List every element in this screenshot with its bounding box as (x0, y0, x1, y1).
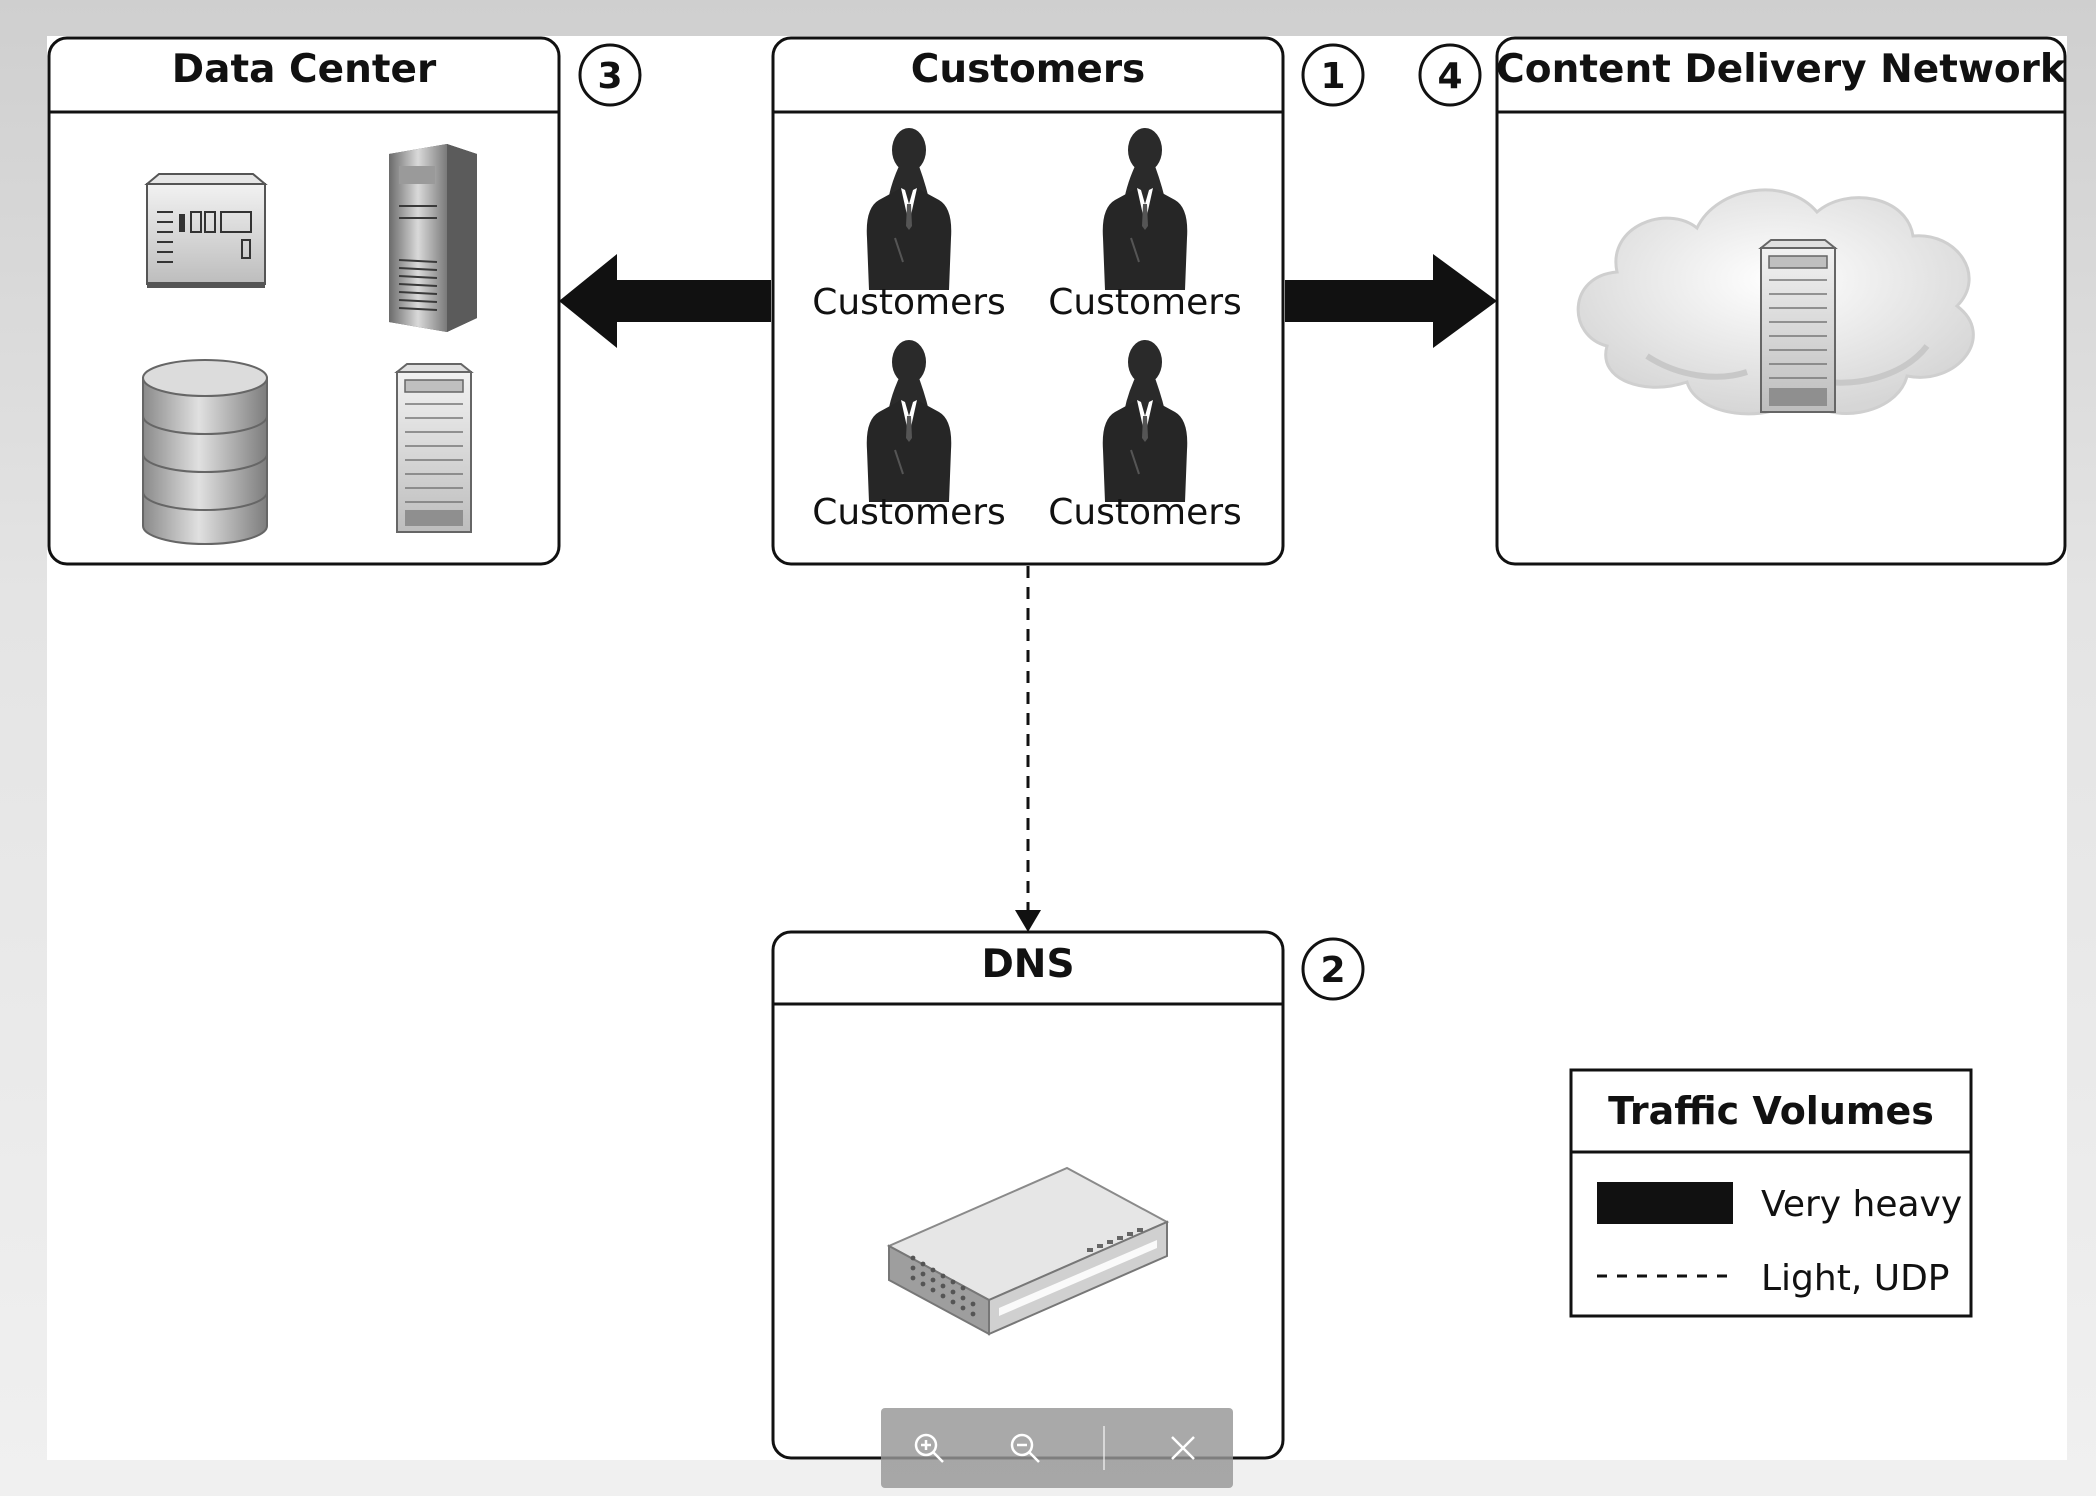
heavy-traffic-arrow-left (559, 254, 771, 348)
badge-2: 2 (1301, 937, 1365, 1001)
legend-label-light: Light, UDP (1761, 1258, 1950, 1299)
svg-text:4: 4 (1437, 56, 1462, 97)
diagram-canvas: Data Center (47, 36, 2067, 1460)
viewer-toolbar (881, 1408, 1233, 1488)
legend-label-heavy: Very heavy (1761, 1184, 1962, 1225)
zoom-in-button[interactable] (881, 1408, 977, 1488)
customer-label: Customers (812, 282, 1006, 323)
close-button[interactable] (1135, 1408, 1231, 1488)
data-center-title: Data Center (172, 47, 437, 92)
customer-label: Customers (812, 492, 1006, 533)
toolbar-divider (1103, 1426, 1105, 1470)
data-center-node: Data Center (47, 36, 561, 566)
dns-node: DNS (771, 930, 1285, 1460)
badge-3: 3 (578, 43, 642, 107)
traffic-legend: Traffic Volumes Very heavy Light, UDP (1569, 1068, 1973, 1318)
svg-text:2: 2 (1320, 950, 1345, 991)
appliance-icon (144, 173, 268, 288)
network-diagram: Data Center (47, 36, 2067, 1460)
badge-4: 4 (1418, 43, 1482, 107)
database-icon (142, 359, 268, 545)
customers-node: Customers Customers Customers Customers … (771, 36, 1285, 566)
legend-swatch-solid (1597, 1182, 1733, 1224)
legend-title: Traffic Volumes (1608, 1089, 1934, 1133)
customer-label: Customers (1048, 492, 1242, 533)
svg-text:3: 3 (597, 56, 622, 97)
zoom-out-button[interactable] (977, 1408, 1073, 1488)
close-icon (1171, 1436, 1195, 1460)
zoom-out-icon (1010, 1433, 1040, 1463)
customers-title: Customers (911, 47, 1146, 92)
dns-title: DNS (981, 942, 1074, 987)
svg-text:1: 1 (1320, 56, 1345, 97)
cdn-title: Content Delivery Network (1496, 47, 2067, 92)
cdn-node: Content Delivery Network (1495, 36, 2067, 566)
network-switch-icon (886, 1166, 1170, 1336)
zoom-in-icon (914, 1433, 944, 1463)
light-udp-connector (1015, 566, 1041, 932)
cdn-server-icon (1758, 239, 1838, 413)
customer-label: Customers (1048, 282, 1242, 323)
tower-server-icon (389, 144, 477, 332)
heavy-traffic-arrow-right (1285, 254, 1497, 348)
badge-1: 1 (1301, 43, 1365, 107)
rack-server-icon (394, 363, 474, 533)
